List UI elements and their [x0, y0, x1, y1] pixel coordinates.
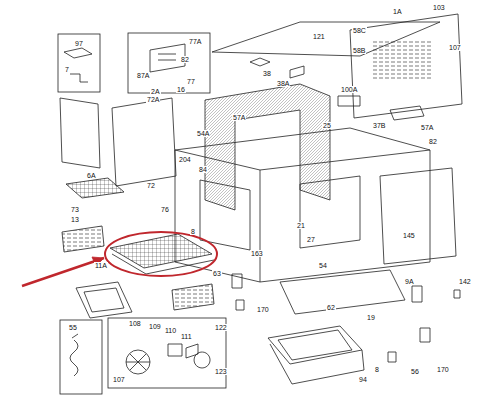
fan-blade [126, 354, 150, 370]
callout-number: 82 [428, 138, 438, 145]
callout-number: 8 [190, 228, 196, 235]
callout-number: 54A [196, 130, 210, 137]
side-panel [112, 98, 176, 186]
callout-number: 111 [180, 333, 193, 340]
oven-rack [110, 234, 212, 268]
fan-blade [126, 350, 150, 374]
callout-number: 62 [326, 304, 336, 311]
callout-number: 9A [404, 278, 415, 285]
bottom-frame [280, 270, 405, 314]
callout-number: 103 [432, 4, 446, 11]
callout-number: 77 [186, 78, 196, 85]
callout-number: 16 [176, 86, 186, 93]
callout-number: 94 [358, 376, 368, 383]
inset-box [60, 320, 102, 394]
insulation-wrap [205, 84, 330, 210]
oven-frame [175, 128, 430, 282]
bracket-part [64, 48, 92, 82]
side-panel [380, 168, 456, 264]
callout-number: 63 [212, 270, 222, 277]
callout-number: 145 [402, 232, 416, 239]
callout-number: 107 [112, 376, 126, 383]
callout-number: 76 [160, 206, 170, 213]
callout-number: 170 [256, 306, 270, 313]
callout-number: 21 [296, 222, 306, 229]
pointer-arrow [22, 258, 104, 286]
broil-pan [268, 326, 364, 384]
callout-number: 27 [306, 236, 316, 243]
callout-number: 121 [312, 33, 326, 40]
callout-number: 54 [318, 262, 328, 269]
callout-number: 73 [70, 206, 80, 213]
callout-number: 1A [392, 8, 403, 15]
side-panel [60, 98, 100, 168]
highlight-circle [105, 232, 217, 276]
oven-cavity [300, 176, 360, 248]
oven-rack [66, 178, 124, 198]
callout-number: 100A [340, 86, 358, 93]
callout-number: 6A [86, 172, 97, 179]
callout-number: 123 [214, 368, 228, 375]
callout-number: 87A [136, 72, 150, 79]
callout-number: 2A [150, 88, 161, 95]
callout-number: 8 [374, 366, 380, 373]
callout-number: 108 [128, 320, 142, 327]
callout-number: 38 [262, 70, 272, 77]
callout-number: 163 [250, 250, 264, 257]
callout-number: 58C [352, 27, 367, 34]
callout-number: 77A [188, 38, 202, 45]
callout-number: 110 [164, 327, 177, 334]
callout-number: 82 [180, 56, 190, 63]
callout-number: 204 [178, 156, 192, 163]
callout-number: 19 [366, 314, 376, 321]
callout-number: 55 [68, 324, 78, 331]
drip-tray [76, 282, 132, 318]
callout-number: 38A [276, 80, 290, 87]
inset-box [58, 34, 100, 92]
inset-box [108, 318, 226, 388]
rack-support [172, 284, 214, 310]
callout-number: 25 [322, 122, 332, 129]
rack-support [62, 226, 104, 252]
callout-number: 72 [146, 182, 156, 189]
callout-number: 170 [436, 366, 450, 373]
callout-number: 72A [146, 96, 160, 103]
callout-number: 58B [352, 47, 366, 54]
callout-number: 7 [64, 66, 70, 73]
small-parts [250, 58, 304, 78]
callout-number: 107 [448, 44, 462, 51]
fan-motor [168, 344, 210, 368]
callout-number: 37B [372, 122, 386, 129]
callout-number: 56 [410, 368, 420, 375]
callout-number: 11A [94, 262, 108, 269]
switch-parts [338, 96, 424, 120]
callout-number: 122 [214, 324, 228, 331]
inset-box [128, 33, 210, 93]
callout-number: 84 [198, 166, 208, 173]
wire-harness [70, 334, 78, 376]
callout-number: 109 [148, 323, 162, 330]
back-panel [350, 14, 462, 118]
leveling-leg [232, 274, 460, 362]
callout-number: 142 [458, 278, 472, 285]
callout-number: 13 [70, 216, 80, 223]
callout-number: 57A [420, 124, 434, 131]
callout-number: 97 [74, 40, 84, 47]
callout-number: 57A [232, 114, 246, 121]
oven-cavity [200, 180, 250, 250]
